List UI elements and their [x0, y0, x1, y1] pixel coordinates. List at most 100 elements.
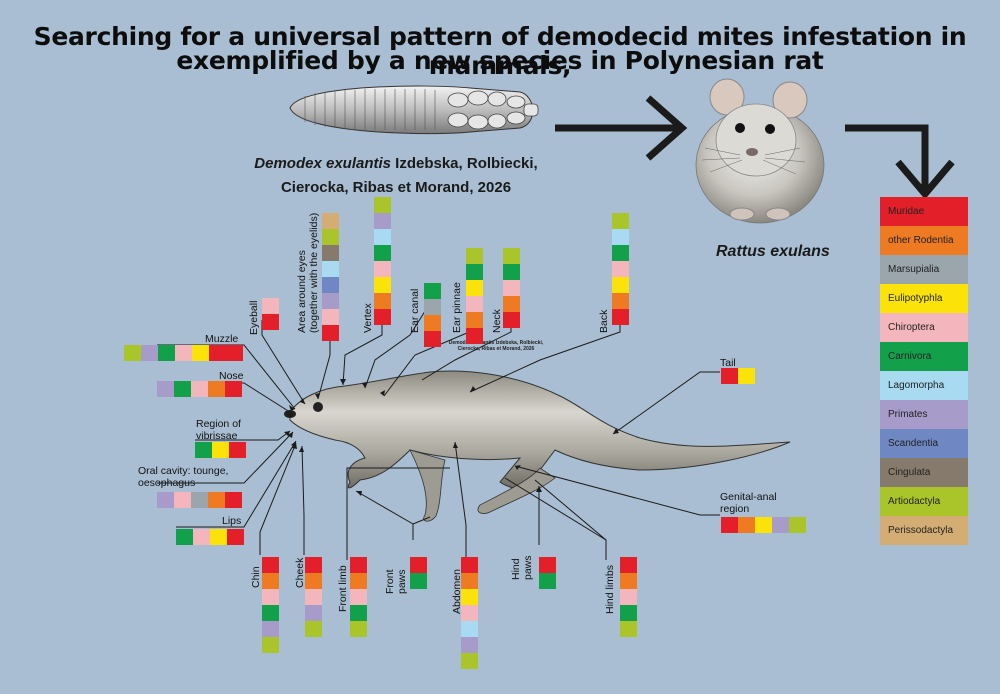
rat-illustration [695, 78, 825, 224]
bar-cell-chiroptera [174, 492, 191, 508]
bar-cell-other-rodentia [305, 573, 322, 589]
bar-cell-chiroptera [612, 261, 629, 277]
bar-cell-chiroptera [305, 589, 322, 605]
bar-cell-muridae [374, 309, 391, 325]
small-label-line-2: Cierocka, Ribas et Morand, 2026 [457, 346, 535, 352]
label-vibrissae: Region of vibrissae [196, 418, 241, 442]
label-genital-anal: Genital-anal region [720, 491, 777, 515]
bar-cell-chiroptera [322, 309, 339, 325]
bar-cell-other-rodentia [466, 312, 483, 328]
bar-genital-anal-region [721, 517, 806, 533]
bar-back [612, 213, 629, 325]
bar-cell-cingulata [322, 245, 339, 261]
bar-cell-primates [157, 381, 174, 397]
legend-item-carnivora: Carnivora [880, 342, 968, 371]
bar-cell-chiroptera [193, 529, 210, 545]
bar-cell-artiodactyla [262, 637, 279, 653]
bar-cell-perissodactyla [322, 213, 339, 229]
label-neck: Neck [491, 309, 503, 333]
bar-cell-chiroptera [175, 345, 192, 361]
bar-cell-primates [772, 517, 789, 533]
host-species-name: Rattus exulans [716, 243, 830, 260]
bar-cell-other-rodentia [374, 293, 391, 309]
bar-cell-artiodactyla [612, 213, 629, 229]
bar-cell-chiroptera [620, 589, 637, 605]
bar-hind-paws [539, 557, 556, 589]
bar-cell-lagomorpha [374, 229, 391, 245]
bar-abdomen [461, 557, 478, 669]
bar-cell-muridae [229, 442, 246, 458]
bar-cell-other-rodentia [620, 573, 637, 589]
demodex-mite-illustration [289, 85, 539, 135]
bar-cell-other-rodentia [612, 293, 629, 309]
bar-chin [262, 557, 279, 653]
bar-cell-chiroptera [191, 381, 208, 397]
bar-cell-muridae [322, 325, 339, 341]
host-body-illustration [284, 370, 791, 522]
bar-cell-artiodactyla [374, 197, 391, 213]
bar-cell-primates [141, 345, 158, 361]
bar-cell-other-rodentia [461, 573, 478, 589]
bar-cell-muridae [225, 492, 242, 508]
bar-cell-muridae [721, 517, 738, 533]
bar-region-of-vibrissae [195, 442, 246, 458]
label-front-paws: Front paws [384, 569, 408, 594]
label-hind-paws: Hind paws [510, 555, 534, 580]
bar-cell-eulipotyphla [466, 280, 483, 296]
bar-vertex [374, 197, 391, 325]
label-nose: Nose [219, 370, 244, 382]
bar-cell-eulipotyphla [461, 589, 478, 605]
arrow-to-rat [555, 95, 688, 161]
bar-cell-carnivora [158, 345, 175, 361]
legend-item-perissodactyla: Perissodactyla [880, 516, 968, 545]
bar-cell-muridae [466, 328, 483, 344]
species-name: Demodex exulantis [254, 155, 391, 172]
bar-nose [157, 381, 242, 397]
bar-cell-artiodactyla [461, 653, 478, 669]
bar-cell-other-rodentia [208, 492, 225, 508]
small-species-label: Demodex exulantis Izdebska, Rolbiecki, C… [441, 340, 551, 352]
bar-cell-muridae [410, 557, 427, 573]
title-line-2: exemplified by a new species in Polynesi… [176, 46, 824, 75]
bar-cell-lagomorpha [461, 621, 478, 637]
bar-cell-carnivora [612, 245, 629, 261]
bar-eyeball [262, 298, 279, 330]
bar-cell-primates [305, 605, 322, 621]
bar-cell-artiodactyla [620, 621, 637, 637]
bar-cell-muridae [350, 557, 367, 573]
bar-cell-chiroptera [503, 280, 520, 296]
bar-cell-carnivora [503, 264, 520, 280]
bar-cell-marsupialia [191, 492, 208, 508]
bar-cell-muridae [209, 345, 226, 361]
bar-cell-muridae [721, 368, 738, 384]
species-authors-2: Cierocka, Ribas et Morand, 2026 [280, 179, 512, 196]
label-front-limb: Front limb [337, 565, 349, 612]
label-eyeball: Eyeball [248, 300, 260, 335]
legend-item-cingulata: Cingulata [880, 458, 968, 487]
bar-cell-muridae [539, 557, 556, 573]
bar-cell-other-rodentia [503, 296, 520, 312]
bar-cell-muridae [305, 557, 322, 573]
bar-cell-chiroptera [262, 589, 279, 605]
bar-cell-artiodactyla [503, 248, 520, 264]
bar-cell-muridae [424, 331, 441, 347]
bar-cell-artiodactyla [789, 517, 806, 533]
bar-area-around-eyes-together-with-the-eyelids [322, 213, 339, 341]
bar-cell-lagomorpha [322, 261, 339, 277]
bar-cell-carnivora [374, 245, 391, 261]
species-caption: Demodex exulantis Izdebska, Rolbiecki, C… [246, 152, 546, 200]
bar-cheek [305, 557, 322, 637]
bar-cell-muridae [503, 312, 520, 328]
bar-cell-carnivora [174, 381, 191, 397]
bar-cell-other-rodentia [262, 573, 279, 589]
bar-cell-carnivora [466, 264, 483, 280]
bar-cell-other-rodentia [738, 517, 755, 533]
bar-cell-chiroptera [461, 605, 478, 621]
bar-cell-muridae [262, 557, 279, 573]
bar-cell-artiodactyla [350, 621, 367, 637]
bar-cell-carnivora [195, 442, 212, 458]
bar-cell-artiodactyla [322, 229, 339, 245]
bar-cell-carnivora [350, 605, 367, 621]
legend-item-other-rodentia: other Rodentia [880, 226, 968, 255]
